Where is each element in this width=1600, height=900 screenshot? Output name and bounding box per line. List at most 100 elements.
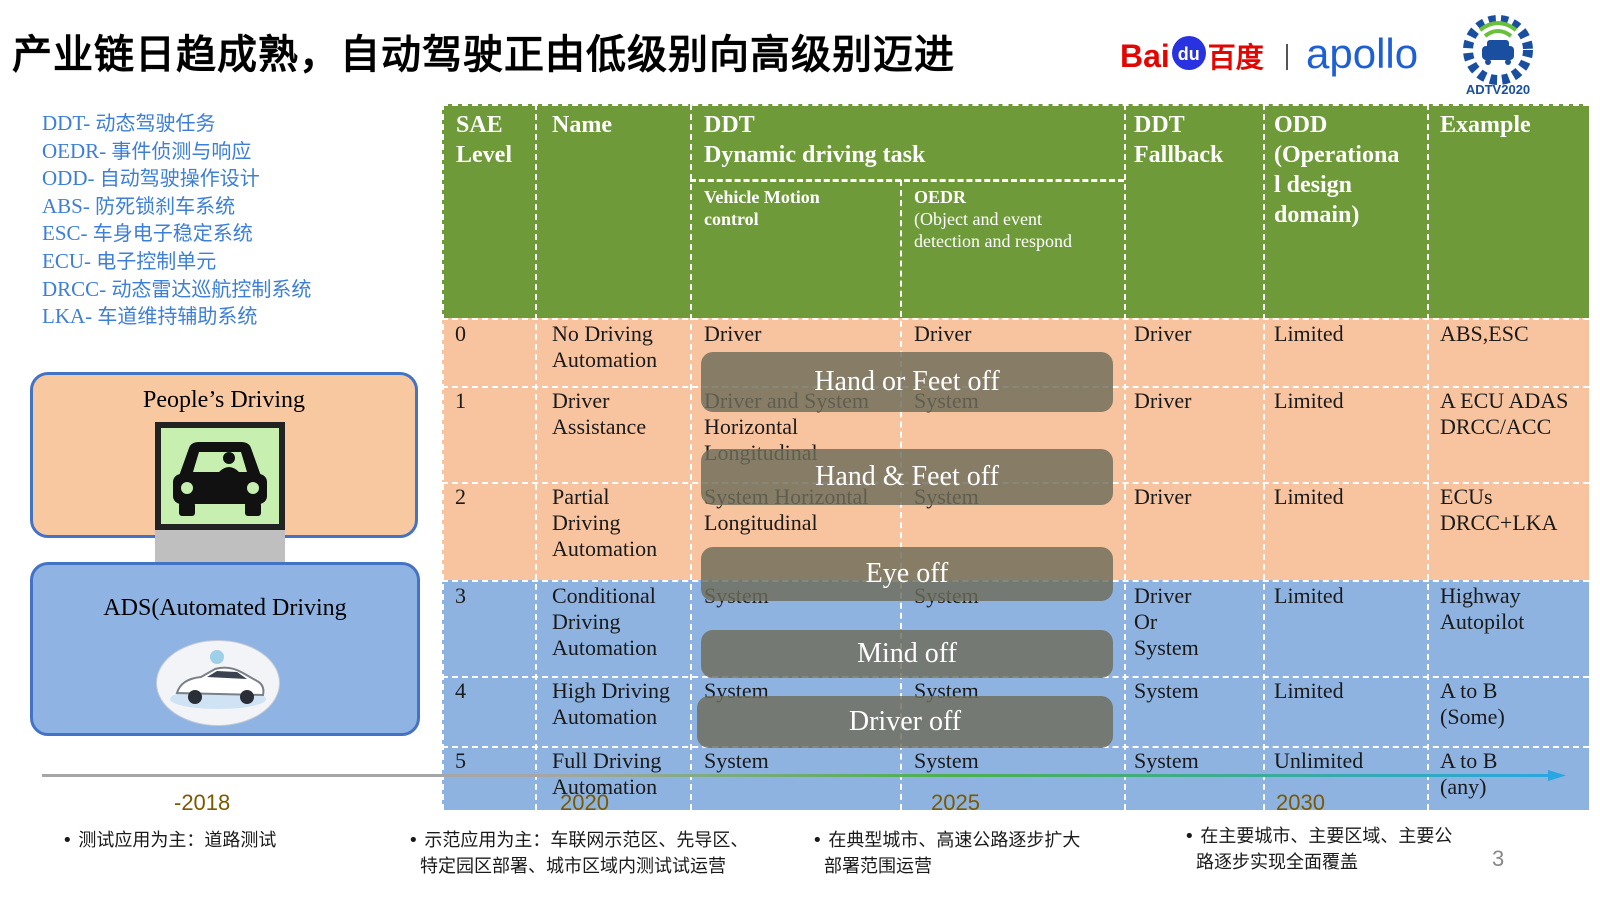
cell-name-line: Driving xyxy=(552,510,621,535)
cell-example: ABS,ESC xyxy=(1440,321,1529,347)
subheader-oedr-line: (Object and event xyxy=(914,209,1042,229)
note-line: 示范应用为主：车联网示范区、先导区、 xyxy=(424,830,749,851)
cell-name-line: Automation xyxy=(552,704,658,729)
cell-vehicle-motion-line: Horizontal xyxy=(704,414,799,439)
cell-vehicle-motion: Driver xyxy=(704,321,761,347)
cell-fallback: Driver xyxy=(1134,484,1191,510)
glossary-abbr: ECU- xyxy=(42,248,91,273)
subheader-oedr-title: OEDR xyxy=(914,187,967,207)
glossary-term: 电子控制单元 xyxy=(96,248,217,273)
cell-fallback-line: Driver xyxy=(1134,388,1192,413)
note-line: 测试应用为主：道路测试 xyxy=(78,830,277,851)
cell-odd: Limited xyxy=(1274,388,1344,413)
header-ddt-fallback: DDT Fallback xyxy=(1134,110,1223,170)
overlay-hand-or-feet-off: Hand or Feet off xyxy=(701,352,1113,412)
timeline-arrow xyxy=(42,770,1566,781)
cell-example-line: A to B xyxy=(1440,678,1498,703)
glossary-item: DDT- 动态驾驶任务 xyxy=(42,110,311,138)
cell-example-line: Autopilot xyxy=(1440,609,1525,634)
glossary-term: 防死锁刹车系统 xyxy=(95,193,236,218)
cell-name-line: Automation xyxy=(552,774,658,799)
cell-fallback-line: Driver xyxy=(1134,321,1192,346)
cell-name-line: Driving xyxy=(552,609,621,634)
cell-name-line: Automation xyxy=(552,536,658,561)
header-fallback-line: Fallback xyxy=(1134,142,1224,168)
cell-example-line: DRCC/ACC xyxy=(1440,414,1552,439)
glossary-term: 自动驾驶操作设计 xyxy=(99,166,260,191)
header-odd-line: l design xyxy=(1274,172,1353,198)
glossary-abbr: ABS- xyxy=(42,193,90,218)
subheader-vmc-line: Vehicle Motion xyxy=(704,187,820,207)
cell-odd: Limited xyxy=(1274,484,1344,509)
cell-example: A to B(Some) xyxy=(1440,678,1505,730)
timeline-note-4: • 在主要城市、主要区域、主要公 路逐步实现全面覆盖 xyxy=(1184,824,1452,876)
cell-fallback-line: System xyxy=(1134,748,1199,773)
cell-fallback: Driver xyxy=(1134,388,1191,414)
glossary-abbr: DDT- xyxy=(42,111,91,135)
glossary-item: OEDR- 事件侦测与响应 xyxy=(42,138,311,166)
cell-example-line: ABS,ESC xyxy=(1440,321,1529,346)
overlay-eye-off: Eye off xyxy=(701,547,1113,601)
header-fallback-line: DDT xyxy=(1134,112,1185,138)
cell-vehicle-motion-line: System xyxy=(704,748,769,773)
cell-name-line: Driver xyxy=(552,388,610,413)
cell-name-line: No Driving xyxy=(552,321,653,346)
apollo-logo: apollo xyxy=(1306,30,1419,77)
header-sae-line: Level xyxy=(456,142,512,168)
glossary-item: DRCC- 动态雷达巡航控制系统 xyxy=(42,276,311,304)
note-line: 在典型城市、高速公路逐步扩大 xyxy=(828,830,1081,851)
year-2025: 2025 xyxy=(931,790,980,815)
glossary-term: 车身电子稳定系统 xyxy=(92,221,253,246)
baidu-logo-latin: Bai xyxy=(1120,38,1170,74)
cell-name-line: High Driving xyxy=(552,678,670,703)
cell-odd: Limited xyxy=(1274,583,1344,608)
peoples-driving-label: People’s Driving xyxy=(143,387,305,413)
overlay-mind-off: Mind off xyxy=(701,630,1113,678)
glossary-term: 事件侦测与响应 xyxy=(111,138,252,163)
baidu-paw-icon: du xyxy=(1171,36,1206,70)
header-odd: ODD (Operationa l design domain) xyxy=(1274,110,1399,230)
subheader-oedr: OEDR (Object and event detection and res… xyxy=(914,186,1072,252)
cell-level: 0 xyxy=(455,321,466,346)
note-line: 路逐步实现全面覆盖 xyxy=(1196,852,1358,873)
cell-name-line: Automation xyxy=(552,635,658,660)
cell-name-line: Assistance xyxy=(552,414,647,439)
baidu-logo-cn: 百度 xyxy=(1207,41,1264,74)
cell-example-line: Highway xyxy=(1440,583,1521,608)
header-sae-level: SAE Level xyxy=(456,110,512,170)
note-line: 部署范围运营 xyxy=(824,856,932,877)
note-line: 特定园区部署、城市区域内测试试运营 xyxy=(420,856,726,877)
adtv-logo-text: ADTV2020 xyxy=(1465,82,1531,97)
glossary-item: ODD- 自动驾驶操作设计 xyxy=(42,165,311,193)
year-2020: 2020 xyxy=(560,790,609,815)
cell-example: A to B(any) xyxy=(1440,748,1497,800)
glossary-term: 车道维持辅助系统 xyxy=(97,304,258,329)
header-ddt: DDT Dynamic driving task xyxy=(704,110,925,170)
autonomous-car-icon xyxy=(156,640,280,726)
year-2030: 2030 xyxy=(1276,790,1325,815)
cell-fallback-line: Driver xyxy=(1134,484,1192,509)
cell-example-line: (any) xyxy=(1440,774,1487,799)
glossary-term: 动态驾驶任务 xyxy=(95,111,216,135)
glossary-abbr: ESC- xyxy=(42,221,88,246)
system-levels-band xyxy=(442,580,1589,810)
page-title: 产业链日趋成熟，自动驾驶正由低级别向高级别迈进 xyxy=(12,32,955,78)
cell-odd: Unlimited xyxy=(1274,748,1364,773)
cell-name-line: Partial xyxy=(552,484,610,509)
adtv-logo-icon xyxy=(1463,15,1533,85)
subheader-oedr-line: detection and respond xyxy=(914,231,1072,251)
header-odd-line: ODD xyxy=(1274,112,1328,138)
cell-vehicle-motion: System xyxy=(704,748,769,774)
cell-fallback-line: Driver xyxy=(1134,583,1192,608)
cell-level: 1 xyxy=(455,388,466,413)
cell-name-line: Conditional xyxy=(552,583,656,608)
subheader-vmc-line: control xyxy=(704,209,759,229)
